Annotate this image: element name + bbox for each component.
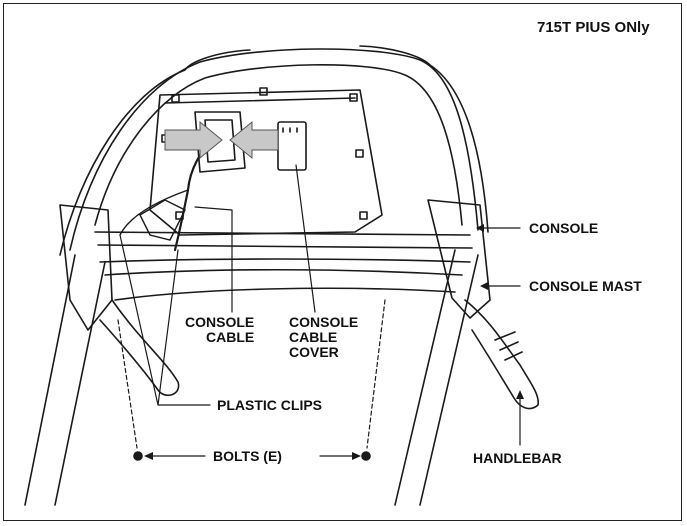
handlebar-part [464, 299, 540, 410]
label-console-cable: CONSOLE CABLE [185, 314, 255, 345]
connector-housing [194, 111, 246, 173]
bolt-left [133, 451, 143, 461]
label-handlebar: HANDLEBAR [473, 450, 562, 466]
leader-console-cable [194, 206, 233, 313]
console-back-panel [149, 89, 383, 236]
crossbar [94, 231, 473, 276]
label-console-mast: CONSOLE MAST [529, 278, 642, 294]
diagram-title: 715T PIUS ONly [537, 19, 650, 36]
left-upright [24, 254, 106, 506]
leader-console-cable-cover [295, 164, 316, 313]
label-console-cable-cover: CONSOLE CABLE COVER [289, 314, 359, 360]
right-upright [394, 249, 479, 506]
assembly-arrow-left [164, 120, 223, 160]
bolt-right [361, 451, 371, 461]
label-plastic-clips: PLASTIC CLIPS [217, 397, 323, 413]
leader-plastic-clips [119, 234, 211, 406]
label-console: CONSOLE [529, 220, 599, 236]
label-bolts: BOLTS (E) [213, 448, 282, 464]
assembly-arrow-right [229, 120, 279, 160]
console-shell [69, 48, 479, 251]
